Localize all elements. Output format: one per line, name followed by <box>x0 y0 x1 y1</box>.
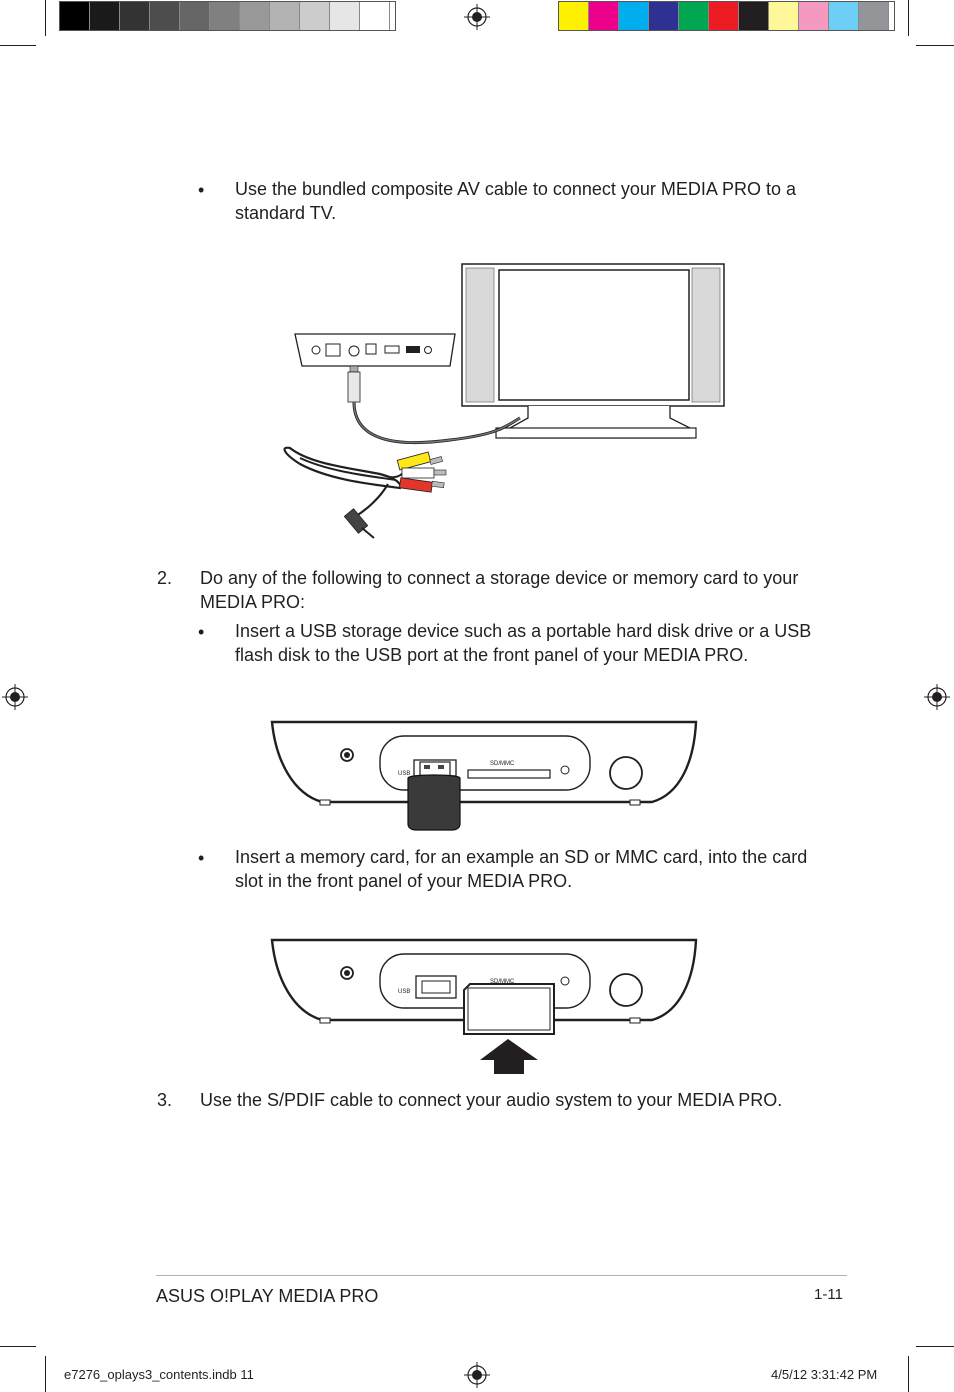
step-number: 2. <box>157 568 173 588</box>
sdmmc-label: SD/MMC <box>490 979 515 985</box>
color-swatch <box>829 2 859 30</box>
bullet: • <box>198 848 205 868</box>
color-swatch <box>330 2 360 30</box>
footer-rule <box>156 1275 847 1276</box>
color-swatch <box>859 2 889 30</box>
slug-file: e7276_oplays3_contents.indb 11 <box>64 1367 254 1382</box>
color-swatch <box>90 2 120 30</box>
crop-mark <box>908 0 909 36</box>
color-swatch <box>739 2 769 30</box>
tv-connection-illustration <box>283 263 725 539</box>
sdmmc-label: SD/MMC <box>490 761 515 767</box>
usb-insert-illustration: USB SD/MMC <box>270 720 698 831</box>
footer-title: ASUS O!PLAY MEDIA PRO <box>156 1286 379 1306</box>
color-swatch <box>679 2 709 30</box>
bullet: • <box>198 180 205 200</box>
color-swatch <box>180 2 210 30</box>
color-swatch <box>559 2 589 30</box>
color-swatch <box>120 2 150 30</box>
usb-label: USB <box>398 771 410 777</box>
color-swatch <box>799 2 829 30</box>
color-swatch <box>619 2 649 30</box>
av-instruction-line2: standard TV. <box>235 203 337 223</box>
color-swatch <box>709 2 739 30</box>
color-swatch <box>60 2 90 30</box>
color-swatch <box>150 2 180 30</box>
card-instruction-line1: Insert a memory card, for an example an … <box>235 847 808 867</box>
crop-mark <box>45 1356 46 1392</box>
registration-mark-bottom-icon <box>464 1362 490 1388</box>
card-instruction-line2: slot in the front panel of your MEDIA PR… <box>235 871 573 891</box>
step2-text-line1: Do any of the following to connect a sto… <box>200 568 799 588</box>
color-swatch <box>210 2 240 30</box>
step2-text-line2: MEDIA PRO: <box>200 592 306 612</box>
usb-label: USB <box>398 989 410 995</box>
registration-mark-top-icon <box>464 4 490 30</box>
usb-instruction-line2: flash disk to the USB port at the front … <box>235 645 749 665</box>
card-insert-illustration: USB SD/MMC <box>270 938 698 1074</box>
color-swatch <box>769 2 799 30</box>
registration-mark-left-icon <box>2 684 28 710</box>
slug-date: 4/5/12 3:31:42 PM <box>771 1367 878 1382</box>
usb-instruction-line1: Insert a USB storage device such as a po… <box>235 621 812 641</box>
av-instruction-line1: Use the bundled composite AV cable to co… <box>235 179 796 199</box>
step3-text: Use the S/PDIF cable to connect your aud… <box>200 1090 783 1110</box>
color-swatch <box>240 2 270 30</box>
crop-mark <box>45 0 46 36</box>
color-swatch <box>589 2 619 30</box>
step-number: 3. <box>157 1090 173 1110</box>
color-swatch <box>649 2 679 30</box>
crop-mark <box>0 1346 36 1347</box>
color-swatch <box>360 2 390 30</box>
crop-mark <box>916 45 954 46</box>
grayscale-bar <box>59 1 396 31</box>
page-number: 1-11 <box>814 1286 843 1303</box>
color-bar <box>558 1 895 31</box>
color-swatch <box>300 2 330 30</box>
crop-mark <box>908 1356 909 1392</box>
crop-mark <box>916 1346 954 1347</box>
bullet: • <box>198 622 205 642</box>
color-swatch <box>270 2 300 30</box>
registration-mark-right-icon <box>924 684 950 710</box>
crop-mark <box>0 45 36 46</box>
